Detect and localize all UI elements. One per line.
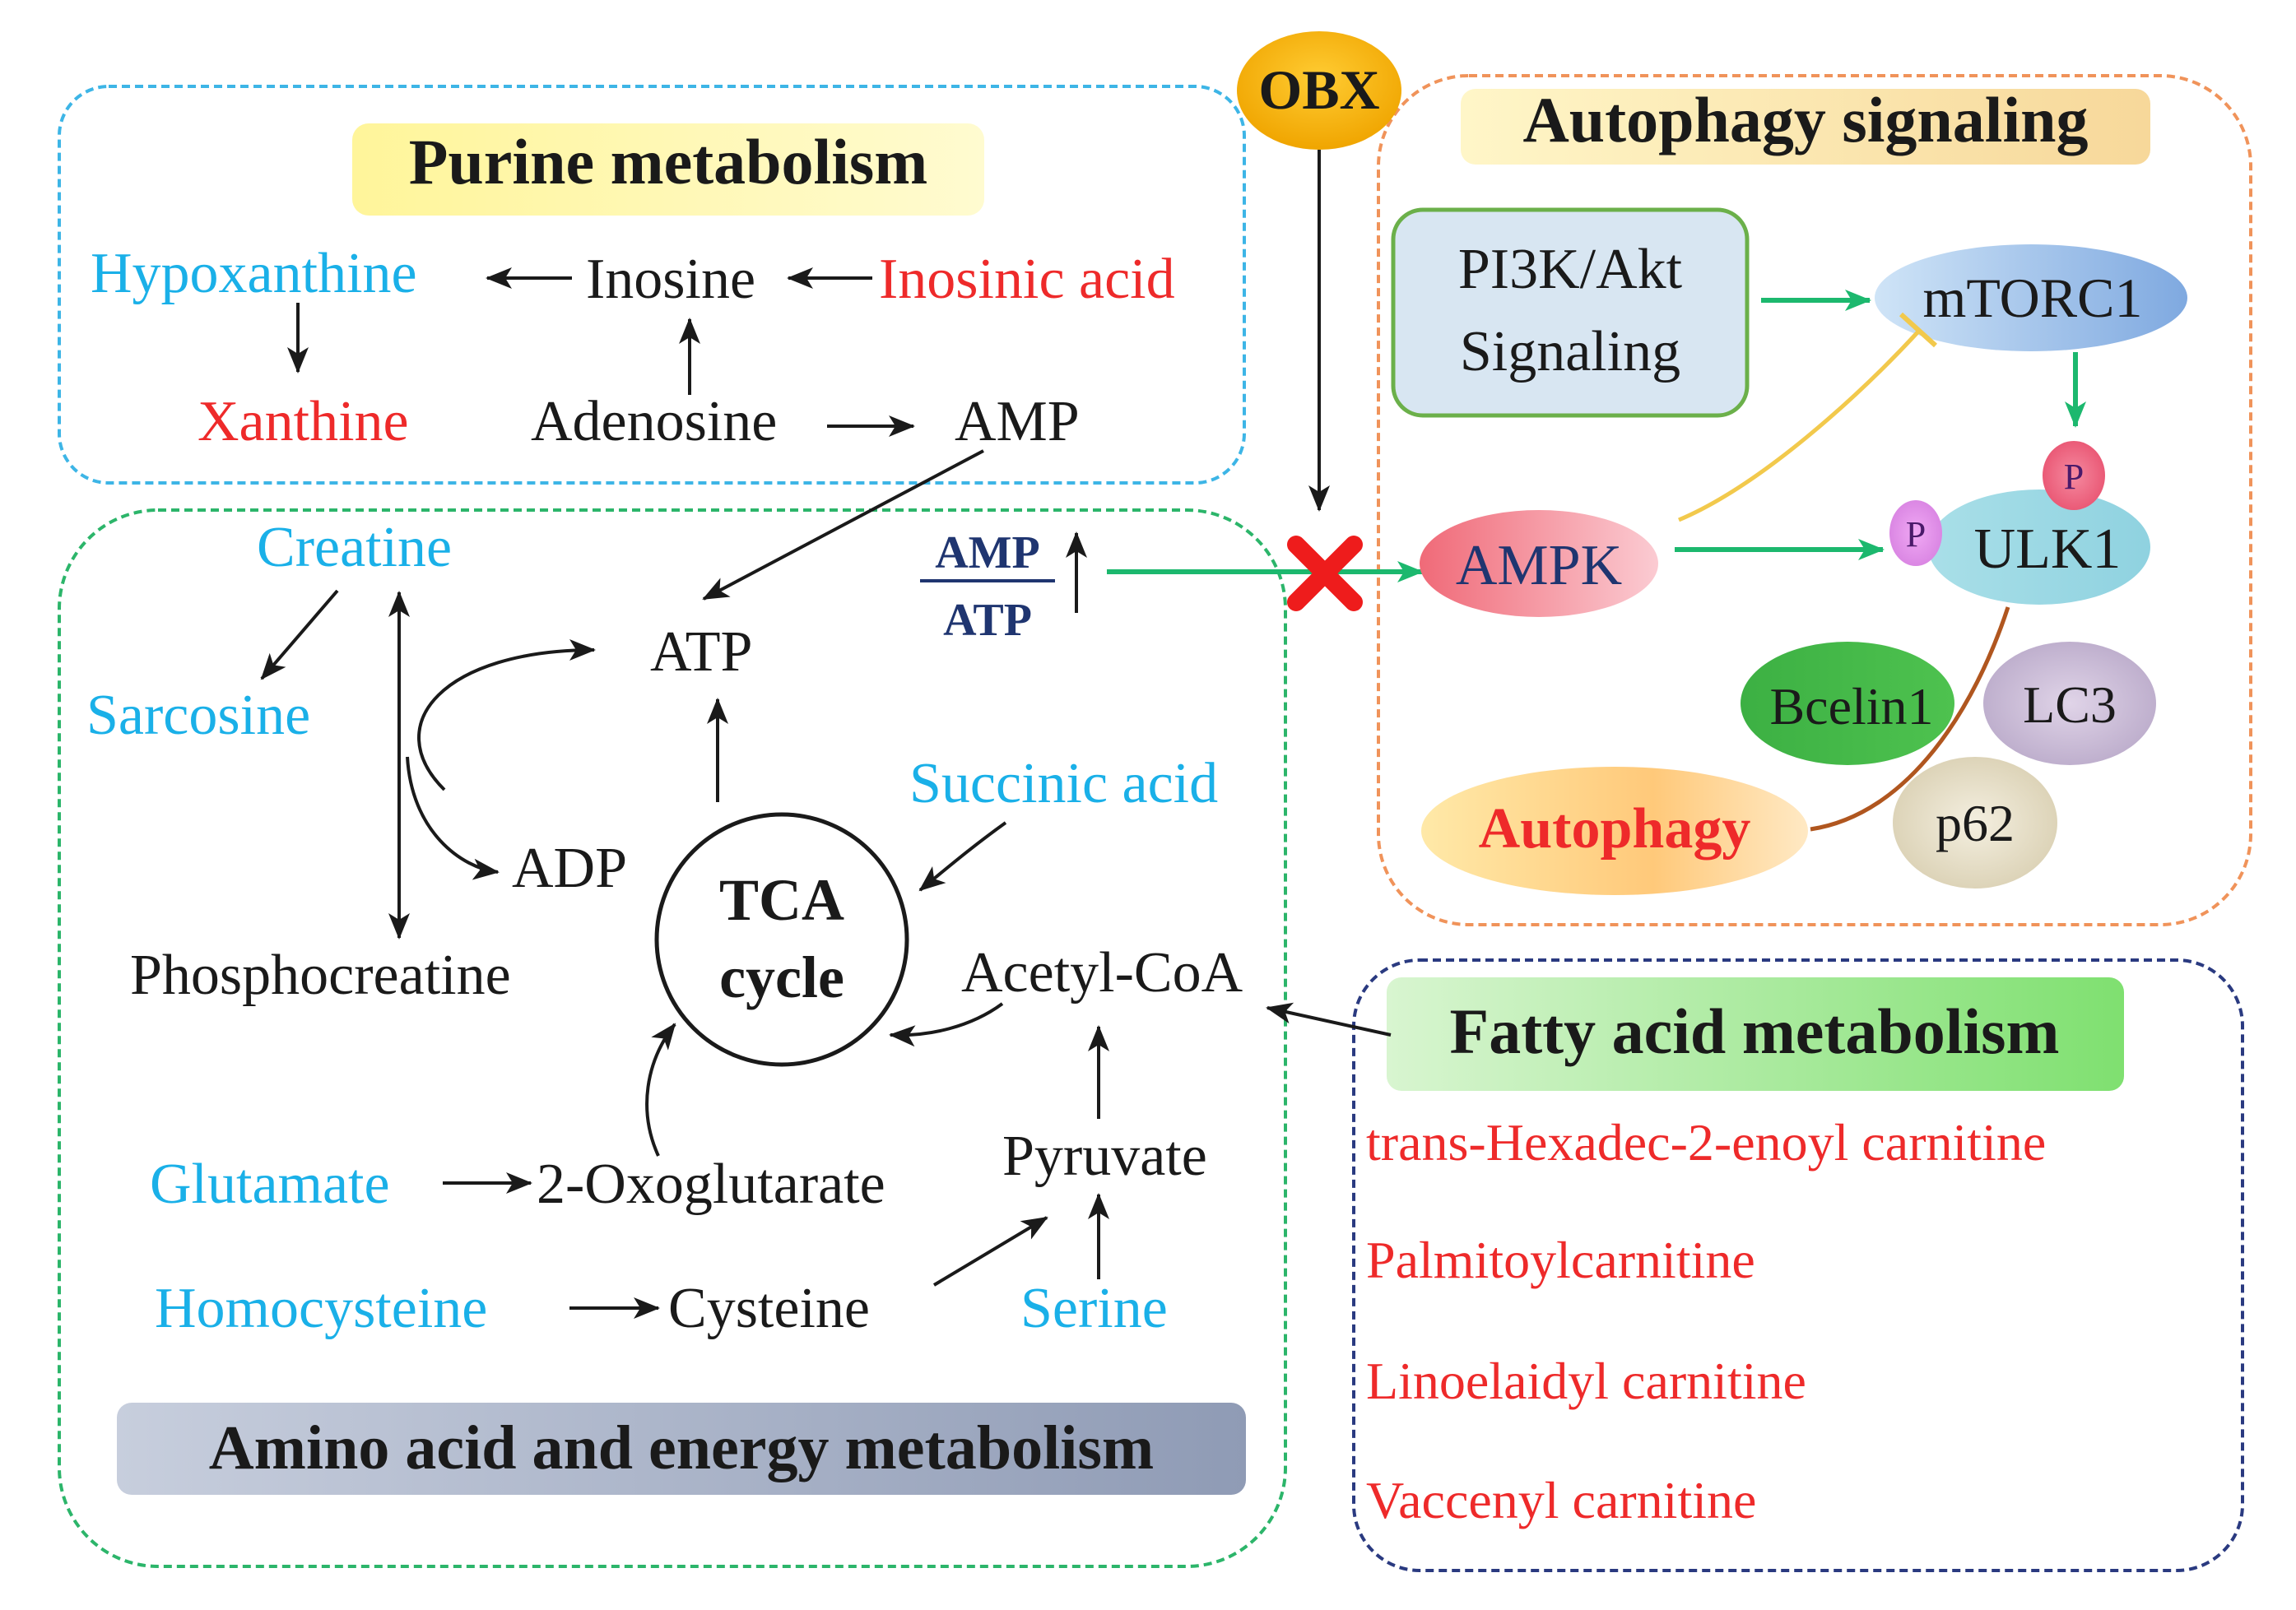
mtorc1-label: mTORC1 (1922, 267, 2142, 329)
creatine-to-sarcosine-arrow (260, 589, 339, 680)
bcelin1-label: Bcelin1 (1769, 677, 1933, 735)
oxoglutarate-to-tca-arrow (645, 1023, 676, 1157)
cysteine-to-pyruvate-arrow (932, 1216, 1048, 1287)
sarcosine-label: Sarcosine (86, 684, 310, 747)
amino-panel (58, 508, 1287, 1568)
purine-panel (58, 85, 1246, 485)
fatty-panel (1352, 958, 2244, 1572)
adp-atp-curve-up (417, 639, 596, 791)
atp-label: ATP (650, 620, 752, 684)
p62-node (1893, 757, 2057, 889)
amp-to-atp-arrow (702, 449, 984, 601)
adenosine-label: Adenosine (531, 390, 777, 453)
tca-label-line1: TCA (719, 867, 844, 933)
cysteine-label: Cysteine (668, 1277, 870, 1340)
ulk1-node (1928, 489, 2150, 605)
obx-node (1237, 31, 1401, 150)
phosphocreatine-label: Phosphocreatine (130, 944, 511, 1007)
tca-cycle-circle (654, 812, 909, 1067)
autophagy-label: Autophagy (1479, 797, 1751, 861)
ampk-inhibits-mtorc1-line (1678, 329, 1921, 522)
oxoglutarate-label: 2-Oxoglutarate (537, 1153, 885, 1216)
mtorc1-node (1875, 244, 2187, 351)
amino-title-bg (117, 1403, 1246, 1495)
fatty-title: Fatty acid metabolism (1450, 995, 2060, 1067)
phospho-left-label: P (1906, 514, 1926, 554)
pi3k-akt-node (1391, 207, 1750, 418)
acetyl-coa-label: Acetyl-CoA (961, 941, 1243, 1005)
block-x-icon (1287, 536, 1363, 611)
succinic-to-tca-arrow (918, 821, 1007, 892)
atp-adp-curve-down (406, 756, 500, 880)
phospho-badge-left (1889, 500, 1942, 566)
fatty-item-3: Linoelaidyl carnitine (1366, 1352, 1806, 1410)
homocysteine-label: Homocysteine (155, 1277, 487, 1340)
creatine-label: Creatine (257, 516, 452, 579)
purine-title-bg (352, 123, 984, 216)
inosinic-acid-label: Inosinic acid (879, 248, 1175, 311)
xanthine-label: Xanthine (198, 390, 409, 453)
ampk-label: AMPK (1456, 534, 1622, 597)
succinic-acid-label: Succinic acid (909, 752, 1218, 815)
ulk1-to-autophagy-curve (1810, 606, 2010, 832)
adp-label: ADP (512, 837, 627, 900)
acetyl-coa-to-tca-arrow (889, 1002, 1004, 1047)
phospho-top-label: P (2064, 457, 2084, 497)
ampk-node (1420, 510, 1658, 617)
fatty-item-2: Palmitoylcarnitine (1366, 1231, 1755, 1289)
purine-title: Purine metabolism (409, 126, 927, 197)
fatty-item-4: Vaccenyl carnitine (1366, 1471, 1756, 1529)
amino-title: Amino acid and energy metabolism (209, 1413, 1154, 1482)
hypoxanthine-label: Hypoxanthine (91, 242, 417, 305)
autophagy-title-bg (1461, 89, 2150, 165)
ulk1-label: ULK1 (1974, 517, 2122, 581)
lc3-label: LC3 (2023, 675, 2117, 734)
ratio-amp-label: AMP (935, 527, 1040, 578)
phospho-badge-top (2043, 441, 2105, 510)
fatty-to-acetyl-arrow (1266, 1002, 1392, 1037)
autophagy-panel (1377, 74, 2252, 926)
inhibition-bar (1899, 312, 1938, 348)
lc3-node (1983, 642, 2156, 765)
bcelin1-node (1741, 642, 1954, 765)
fatty-title-bg (1387, 977, 2124, 1091)
serine-label: Serine (1020, 1277, 1168, 1340)
obx-label: OBX (1258, 58, 1379, 121)
inosine-label: Inosine (586, 248, 755, 311)
p62-label: p62 (1936, 794, 2015, 852)
pyruvate-label: Pyruvate (1002, 1125, 1207, 1188)
amp-label: AMP (955, 390, 1080, 453)
ratio-atp-label: ATP (943, 595, 1032, 646)
fatty-item-1: trans-Hexadec-2-enoyl carnitine (1366, 1113, 2046, 1172)
pi3k-label-line2: Signaling (1460, 320, 1680, 383)
tca-label-line2: cycle (719, 944, 844, 1010)
autophagy-node (1421, 767, 1808, 895)
glutamate-label: Glutamate (150, 1153, 390, 1216)
autophagy-title: Autophagy signaling (1522, 84, 2088, 155)
pi3k-label-line1: PI3K/Akt (1458, 238, 1683, 301)
